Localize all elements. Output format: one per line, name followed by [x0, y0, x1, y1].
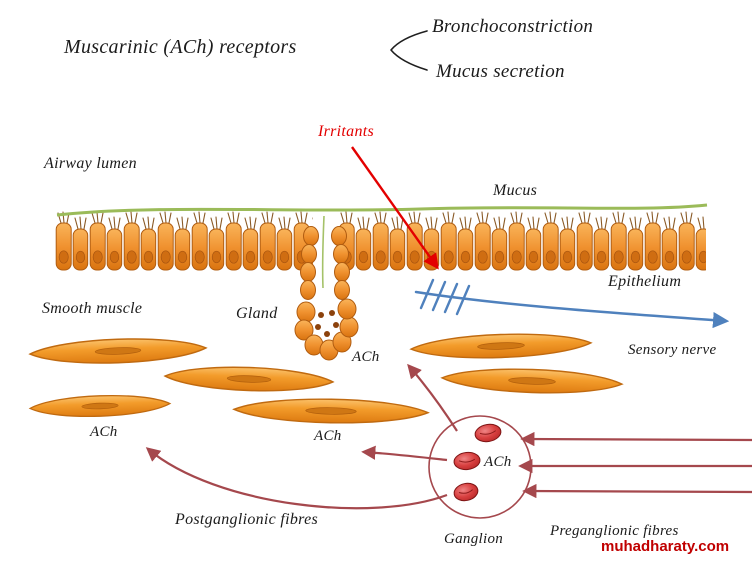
watermark: muhadharaty.com [601, 538, 730, 555]
label-mucus: Mucus [493, 182, 538, 199]
sensory-nerve-line [414, 278, 730, 329]
label-airway-lumen: Airway lumen [44, 155, 137, 172]
label-postganglionic-fibres: Postganglionic fibres [175, 511, 319, 528]
label-preganglionic-fibres: Preganglionic fibres [550, 523, 679, 539]
diagram-title: Muscarinic (ACh) receptors [64, 36, 297, 58]
label-ganglion: Ganglion [444, 531, 504, 547]
mucus-line [56, 203, 708, 289]
irritant-arrow [351, 146, 439, 270]
effect-mucus-secretion: Mucus secretion [436, 61, 565, 82]
label-ach-middle: ACh [314, 428, 342, 444]
label-ach-left: ACh [90, 424, 118, 440]
epithelium-cells [55, 210, 706, 272]
label-epithelium: Epithelium [608, 273, 682, 290]
preganglionic-fibre-lines [518, 431, 753, 499]
title-fork-bracket [390, 30, 428, 71]
label-irritants: Irritants [318, 123, 375, 140]
postganglionic-fibre-arrows [145, 363, 458, 510]
ganglion-neurons [453, 423, 502, 502]
effect-bronchoconstriction: Bronchoconstriction [432, 16, 594, 37]
gland-cells [294, 226, 359, 361]
label-smooth-muscle: Smooth muscle [42, 300, 143, 317]
label-ach-gland: ACh [352, 349, 380, 365]
label-sensory-nerve: Sensory nerve [628, 342, 717, 358]
label-ach-ganglion: ACh [484, 454, 512, 470]
label-gland: Gland [236, 305, 278, 322]
